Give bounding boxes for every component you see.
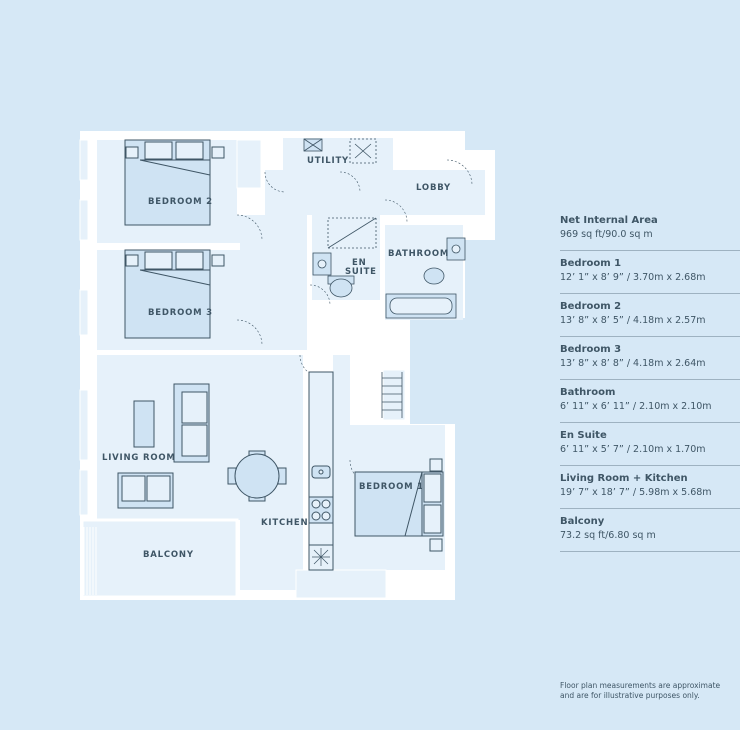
stair-grille <box>381 372 403 418</box>
schedule-title: Bedroom 3 <box>560 344 622 355</box>
bedroom-1-bed <box>354 458 444 552</box>
schedule-item-net-area: Net Internal Area 969 sq ft/90.0 sq m <box>560 212 740 251</box>
room-label-bedroom-2: BEDROOM 2 <box>148 197 213 207</box>
schedule-title: Bedroom 2 <box>560 301 622 312</box>
schedule-title: Balcony <box>560 516 605 527</box>
bedroom-2-bed <box>124 139 225 226</box>
utility-area <box>283 138 393 173</box>
schedule-value: 19’ 7” x 18’ 7” / 5.98m x 5.68m <box>560 487 712 498</box>
room-label-bedroom-3: BEDROOM 3 <box>148 308 213 318</box>
schedule-value: 6’ 11” x 5’ 7” / 2.10m x 1.70m <box>560 444 706 455</box>
bathroom-fixtures <box>385 237 466 319</box>
schedule-item-bedroom-1: Bedroom 1 12’ 1” x 8’ 9” / 3.70m x 2.68m <box>560 255 740 294</box>
lobby-area <box>265 170 485 215</box>
door-swings <box>236 159 473 486</box>
schedule-title: Bathroom <box>560 387 616 398</box>
schedule-value: 969 sq ft/90.0 sq m <box>560 229 653 240</box>
dining-table <box>227 450 287 502</box>
schedule-value: 13’ 8” x 8’ 8” / 4.18m x 2.64m <box>560 358 706 369</box>
room-label-bedroom-1: BEDROOM 1 <box>359 482 424 492</box>
bedroom-3-bed <box>124 249 225 339</box>
exterior-notch <box>410 318 465 424</box>
living-furniture <box>117 383 210 509</box>
schedule-title: En Suite <box>560 430 607 441</box>
area-schedule: Net Internal Area 969 sq ft/90.0 sq m Be… <box>560 212 740 556</box>
room-label-en-suite-2: SUITE <box>345 267 377 277</box>
windows <box>79 139 406 599</box>
schedule-item-bedroom-3: Bedroom 3 13’ 8” x 8’ 8” / 4.18m x 2.64m <box>560 341 740 380</box>
schedule-item-en-suite: En Suite 6’ 11” x 5’ 7” / 2.10m x 1.70m <box>560 427 740 466</box>
schedule-title: Bedroom 1 <box>560 258 622 269</box>
schedule-title: Net Internal Area <box>560 215 658 226</box>
room-label-en-suite-1: EN <box>352 258 367 268</box>
balcony <box>80 518 239 599</box>
schedule-value: 6’ 11” x 6’ 11” / 2.10m x 2.10m <box>560 401 712 412</box>
room-labels: BEDROOM 2 BEDROOM 3 UTILITY LOBBY EN SUI… <box>102 156 451 560</box>
utility-appliances <box>303 138 377 164</box>
kitchen-units <box>308 371 334 571</box>
schedule-item-living-kitchen: Living Room + Kitchen 19’ 7” x 18’ 7” / … <box>560 470 740 509</box>
room-label-bathroom: BATHROOM <box>388 249 449 259</box>
schedule-item-bedroom-2: Bedroom 2 13’ 8” x 8’ 5” / 4.18m x 2.57m <box>560 298 740 337</box>
corridor-area <box>237 215 307 350</box>
room-label-kitchen: KITCHEN <box>261 518 308 528</box>
room-label-living-room: LIVING ROOM <box>102 453 176 463</box>
schedule-value: 73.2 sq ft/6.80 sq m <box>560 530 656 541</box>
room-label-balcony: BALCONY <box>143 550 194 560</box>
room-label-utility: UTILITY <box>307 156 349 166</box>
schedule-value: 12’ 1” x 8’ 9” / 3.70m x 2.68m <box>560 272 706 283</box>
schedule-item-balcony: Balcony 73.2 sq ft/6.80 sq m <box>560 513 740 552</box>
en-suite-fixtures <box>312 217 377 298</box>
schedule-item-bathroom: Bathroom 6’ 11” x 6’ 11” / 2.10m x 2.10m <box>560 384 740 423</box>
room-label-lobby: LOBBY <box>416 183 451 193</box>
schedule-value: 13’ 8” x 8’ 5” / 4.18m x 2.57m <box>560 315 706 326</box>
disclaimer: Floor plan measurements are approximate … <box>560 681 721 700</box>
schedule-title: Living Room + Kitchen <box>560 473 688 484</box>
